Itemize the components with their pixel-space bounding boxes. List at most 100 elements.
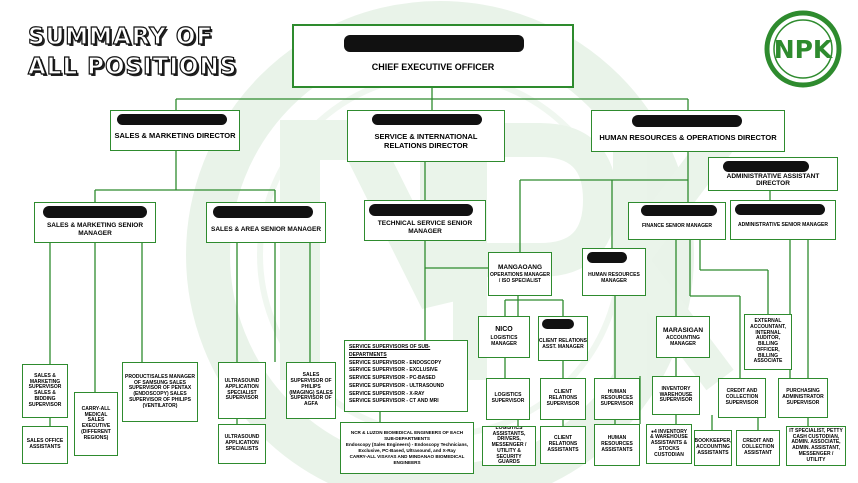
redacted-name xyxy=(723,161,809,172)
admin-assistant-director-title: ADMINISTRATIVE ASSISTANT DIRECTOR xyxy=(726,172,820,187)
service-supervisor-item: SERVICE SUPERVISOR - PC-BASED xyxy=(349,375,436,381)
client-relations-assistants-label: CLIENT RELATIONS ASSISTANTS xyxy=(547,435,579,453)
ncr-header: NCR & LUZON BIOMEDICAL ENGINEERS OF EACH… xyxy=(350,430,464,442)
inventory-assistants-box: ●4 INVENTORY & WAREHOUSE ASSISTANTS & ST… xyxy=(646,424,692,464)
bookkeeper-label: BOOKKEEPER, ACCOUNTING ASSISTANTS xyxy=(694,438,732,456)
client-relations-supervisor-label: CLIENT RELATIONS SUPERVISOR xyxy=(546,389,580,407)
redacted-name xyxy=(213,206,313,218)
service-director-title: SERVICE & INTERNATIONAL RELATIONS DIRECT… xyxy=(374,132,478,150)
page-title: SUMMARY OF ALL POSITIONS xyxy=(27,22,238,82)
product-sales-manager-box: PRODUCT/SALES MANAGER OF SAMSUNG SALES S… xyxy=(122,362,198,422)
ncr-engineers-box: NCR & LUZON BIOMEDICAL ENGINEERS OF EACH… xyxy=(340,422,474,474)
logistics-assistants-box: LOGISTICS ASSISTANTS, DRIVERS, MESSENGER… xyxy=(482,426,536,466)
redacted-name xyxy=(587,252,627,263)
service-supervisors-header: SERVICE SUPERVISORS OF SUB-DEPARTMENTS xyxy=(349,344,431,358)
logistics-manager-box: NICO LOGISTICS MANAGER xyxy=(478,316,530,358)
finance-senior-manager-title: FINANCE SENIOR MANAGER xyxy=(641,223,712,230)
sm-supervisor-label: SALES & MARKETING SUPERVISOR SALES & BID… xyxy=(28,372,62,408)
inventory-supervisor-box: INVENTORY WAREHOUSE SUPERVISOR xyxy=(652,376,700,415)
product-sales-manager-label: PRODUCT/SALES MANAGER OF SAMSUNG SALES S… xyxy=(125,373,196,409)
operations-manager-box: MANGAOANG OPERATIONS MANAGER / ISO SPECI… xyxy=(488,252,552,296)
ceo-title: CHIEF EXECUTIVE OFFICER xyxy=(371,61,495,72)
it-specialist-label: IT SPECIALIST, PETTY CASH CUSTODIAN, ADM… xyxy=(789,427,843,463)
logistics-manager-title: LOGISTICS MANAGER xyxy=(490,335,518,348)
redacted-name xyxy=(735,204,825,215)
logistics-manager-name: NICO xyxy=(495,326,513,334)
service-supervisor-item: SERVICE SUPERVISOR - EXCLUSIVE xyxy=(349,367,438,374)
credit-supervisor-box: CREDIT AND COLLECTION SUPERVISOR xyxy=(718,378,766,418)
logistics-assistants-label: LOGISTICS ASSISTANTS, DRIVERS, MESSENGER… xyxy=(491,426,527,466)
redacted-name xyxy=(542,319,574,329)
service-supervisor-item: SERVICE SUPERVISOR - ENDOSCOPY xyxy=(349,359,442,366)
external-accountant-box: EXTERNAL ACCOUNTANT, INTERNAL AUDITOR, B… xyxy=(744,314,792,370)
client-relations-manager-title: CLIENT RELATIONS ASST. MANAGER xyxy=(539,337,587,350)
hr-manager-title: HUMAN RESOURCES MANAGER xyxy=(588,272,640,284)
redacted-name xyxy=(372,114,482,125)
sales-director-title: SALES & MARKETING DIRECTOR xyxy=(114,131,236,141)
sales-office-assistants-box: SALES OFFICE ASSISTANTS xyxy=(22,426,68,464)
sales-office-assistants-label: SALES OFFICE ASSISTANTS xyxy=(26,438,64,450)
ultrasound-supervisor-box: ULTRASOUND APPLICATION SPECIALIST SUPERV… xyxy=(218,362,266,419)
service-supervisor-item: SERVICE SUPERVISOR - X-RAY xyxy=(349,390,425,397)
sales-marketing-senior-manager-box: SALES & MARKETING SENIOR MANAGER xyxy=(34,202,156,243)
ultrasound-specialists-label: ULTRASOUND APPLICATION SPECIALISTS xyxy=(224,434,260,452)
redacted-name xyxy=(344,35,524,52)
service-director-box: SERVICE & INTERNATIONAL RELATIONS DIRECT… xyxy=(347,110,505,162)
ncr-line-3: CARRY-ALL VISAYAS AND MINDANAO BIOMEDICA… xyxy=(349,453,465,465)
accounting-manager-box: MARASIGAN ACCOUNTING MANAGER xyxy=(656,316,710,358)
administrative-senior-manager-box: ADMINISTRATIVE SENIOR MANAGER xyxy=(730,200,836,240)
external-accountant-label: EXTERNAL ACCOUNTANT, INTERNAL AUDITOR, B… xyxy=(750,318,786,365)
redacted-name xyxy=(369,204,473,216)
accounting-manager-name: MARASIGAN xyxy=(662,326,704,334)
sales-director-box: SALES & MARKETING DIRECTOR xyxy=(110,110,240,151)
carry-all-label: CARRY-ALL MEDICAL SALES EXECUTIVE (DIFFE… xyxy=(81,405,111,441)
credit-supervisor-label: CREDIT AND COLLECTION SUPERVISOR xyxy=(725,388,759,406)
sales-supervisor-philips-box: SALES SUPERVISOR OF PHILIPS (IMAGING) SA… xyxy=(286,362,336,419)
administrative-senior-manager-title: ADMINISTRATIVE SENIOR MANAGER xyxy=(738,222,828,229)
title-line-1: SUMMARY OF xyxy=(27,23,214,50)
sales-area-senior-manager-title: SALES & AREA SENIOR MANAGER xyxy=(210,225,322,233)
hr-manager-box: HUMAN RESOURCES MANAGER xyxy=(582,248,646,296)
purchasing-supervisor-label: PURCHASING ADMINISTRATOR SUPERVISOR xyxy=(782,388,824,406)
credit-assistant-label: CREDIT AND COLLECTION ASSISTANT xyxy=(741,438,775,456)
redacted-name xyxy=(632,115,742,127)
technical-service-senior-manager-title: TECHNICAL SERVICE SENIOR MANAGER xyxy=(377,220,473,235)
logistics-supervisor-box: LOGISTICS SUPERVISOR xyxy=(486,378,530,420)
bookkeeper-box: BOOKKEEPER, ACCOUNTING ASSISTANTS xyxy=(694,430,732,466)
sales-area-senior-manager-box: SALES & AREA SENIOR MANAGER xyxy=(206,202,326,243)
title-line-2: ALL POSITIONS xyxy=(27,53,238,80)
admin-assistant-director-box: ADMINISTRATIVE ASSISTANT DIRECTOR xyxy=(708,157,838,191)
finance-senior-manager-box: FINANCE SENIOR MANAGER xyxy=(628,202,726,240)
operations-manager-name: MANGAOANG xyxy=(497,263,543,271)
inventory-supervisor-label: INVENTORY WAREHOUSE SUPERVISOR xyxy=(659,385,693,404)
technical-service-senior-manager-box: TECHNICAL SERVICE SENIOR MANAGER xyxy=(364,200,486,241)
npk-logo-icon: NPK xyxy=(764,10,842,88)
inventory-assistants-label: ●4 INVENTORY & WAREHOUSE ASSISTANTS & ST… xyxy=(650,428,688,458)
ultrasound-supervisor-label: ULTRASOUND APPLICATION SPECIALIST SUPERV… xyxy=(224,378,260,402)
sales-marketing-senior-manager-title: SALES & MARKETING SENIOR MANAGER xyxy=(46,222,144,237)
hr-supervisor-label: HUMAN RESOURCES SUPERVISOR xyxy=(600,389,634,407)
purchasing-supervisor-box: PURCHASING ADMINISTRATOR SUPERVISOR xyxy=(778,378,828,418)
it-specialist-box: IT SPECIALIST, PETTY CASH CUSTODIAN, ADM… xyxy=(786,426,846,466)
redacted-name xyxy=(641,205,717,216)
redacted-name xyxy=(43,206,147,218)
logo-text: NPK xyxy=(774,35,834,64)
operations-manager-title: OPERATIONS MANAGER / ISO SPECIALIST xyxy=(490,271,550,284)
hr-director-title: HUMAN RESOURCES & OPERATIONS DIRECTOR xyxy=(599,132,777,142)
client-relations-manager-box: CLIENT RELATIONS ASST. MANAGER xyxy=(538,316,588,361)
sm-supervisor-box: SALES & MARKETING SUPERVISOR SALES & BID… xyxy=(22,364,68,418)
logistics-supervisor-label: LOGISTICS SUPERVISOR xyxy=(491,392,525,404)
service-supervisors-box: SERVICE SUPERVISORS OF SUB-DEPARTMENTS S… xyxy=(344,340,468,412)
service-supervisor-item: SERVICE SUPERVISOR - ULTRASOUND xyxy=(349,382,445,389)
hr-assistants-label: HUMAN RESOURCES ASSISTANTS xyxy=(601,435,633,453)
service-supervisor-item: SERVICE SUPERVISOR - CT AND MRI xyxy=(349,398,439,405)
ceo-box: CHIEF EXECUTIVE OFFICER xyxy=(292,24,574,88)
client-relations-supervisor-box: CLIENT RELATIONS SUPERVISOR xyxy=(540,378,586,420)
credit-assistant-box: CREDIT AND COLLECTION ASSISTANT xyxy=(736,430,780,466)
ultrasound-specialists-box: ULTRASOUND APPLICATION SPECIALISTS xyxy=(218,424,266,464)
redacted-name xyxy=(117,114,227,125)
hr-supervisor-box: HUMAN RESOURCES SUPERVISOR xyxy=(594,378,640,420)
hr-director-box: HUMAN RESOURCES & OPERATIONS DIRECTOR xyxy=(591,110,785,152)
